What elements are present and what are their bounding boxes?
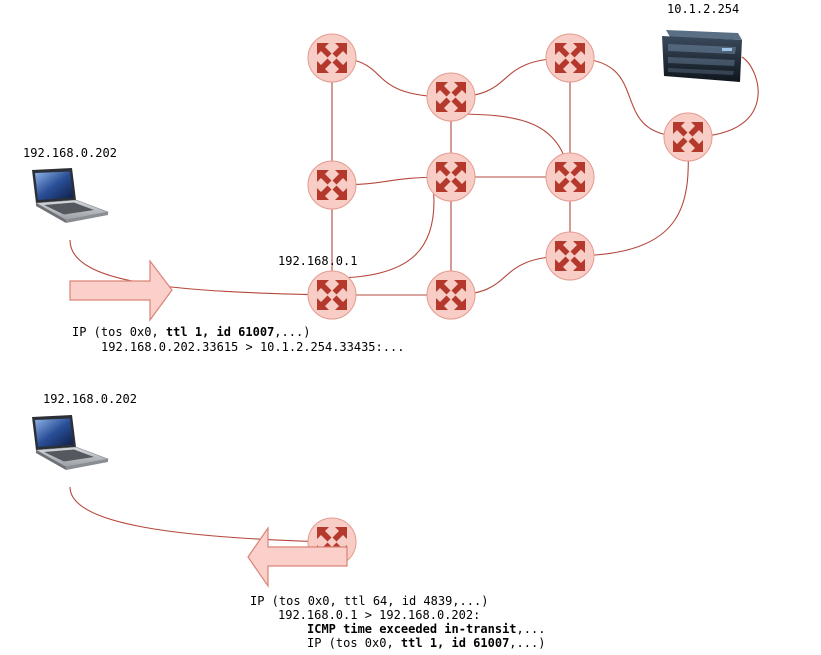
link-r3-r10 xyxy=(569,57,689,138)
link-r9-r10 xyxy=(569,136,689,257)
router-icon xyxy=(426,270,476,320)
link-laptop-router-bottom xyxy=(69,486,333,543)
laptop-ip-label-bottom: 192.168.0.202 xyxy=(43,392,137,406)
reply-original-suffix: ,...) xyxy=(509,636,545,650)
router-icon xyxy=(545,231,595,281)
router-icon xyxy=(663,112,713,162)
reply-header-line: IP (tos 0x0, ttl 64, id 4839,...) xyxy=(250,594,488,608)
reply-icmp-suffix: ,... xyxy=(517,622,546,636)
gateway-ip-label: 192.168.0.1 xyxy=(278,254,357,268)
gateway-router-icon xyxy=(307,270,357,320)
reply-original-header-line: IP (tos 0x0, ttl 1, id 61007,...) xyxy=(307,636,545,650)
packet-header-line: IP (tos 0x0, ttl 1, id 61007,...) xyxy=(72,325,310,339)
reply-icmp-line: ICMP time exceeded in-transit,... xyxy=(307,622,545,636)
router-icon xyxy=(307,33,357,83)
router-icon xyxy=(545,33,595,83)
laptop-icon xyxy=(31,414,109,471)
packet-addresses-line: 192.168.0.202.33615 > 10.1.2.254.33435:.… xyxy=(101,340,404,354)
reply-original-ttl: ttl 1, id 61007 xyxy=(401,636,509,650)
network-links xyxy=(69,56,759,543)
packet-header-ttl: ttl 1, id 61007 xyxy=(166,325,274,339)
router-icon xyxy=(426,152,476,202)
link-r5-r6 xyxy=(331,184,435,279)
server-ip-label: 10.1.2.254 xyxy=(667,2,739,16)
packet-header-suffix: ,...) xyxy=(274,325,310,339)
router-icon xyxy=(307,160,357,210)
link-r10-server xyxy=(687,56,759,138)
reply-original-prefix: IP (tos 0x0, xyxy=(307,636,401,650)
icmp-reply-arrow-icon xyxy=(247,526,348,588)
server-icon xyxy=(662,30,742,82)
reply-icmp-type: ICMP time exceeded in-transit xyxy=(307,622,517,636)
router-icon xyxy=(545,152,595,202)
laptop-icon xyxy=(31,167,109,224)
packet-header-prefix: IP (tos 0x0, xyxy=(72,325,166,339)
laptop-ip-label: 192.168.0.202 xyxy=(23,146,117,160)
reply-addresses-line: 192.168.0.1 > 192.168.0.202: xyxy=(278,608,480,622)
outgoing-packet-arrow-icon xyxy=(69,259,173,322)
router-icon xyxy=(426,72,476,122)
